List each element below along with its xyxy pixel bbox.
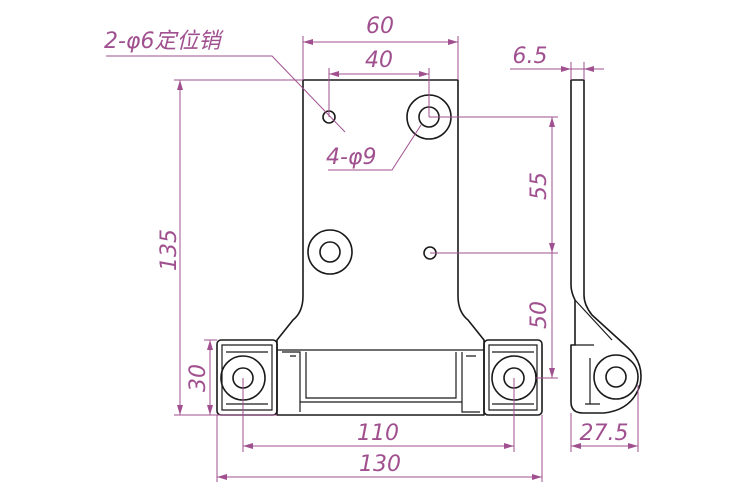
dim-6-5: 6.5 — [510, 44, 604, 80]
side-plate-inner — [574, 299, 613, 405]
dim-110-label: 110 — [357, 421, 399, 446]
dim-55-label: 55 — [527, 172, 552, 200]
dim-55: 55 — [429, 116, 558, 254]
dim-30-label: 30 — [186, 364, 211, 392]
dim-27-5: 27.5 — [570, 385, 639, 452]
left-knuckle-detail — [221, 344, 273, 411]
dim-6-5-label: 6.5 — [513, 44, 548, 69]
dim-130: 130 — [216, 415, 543, 482]
front-view — [216, 79, 543, 416]
dim-60: 60 — [302, 14, 459, 80]
callout-holes: 4-φ9 — [326, 124, 422, 171]
mount-hole-middle-inner — [319, 241, 341, 263]
side-view — [570, 79, 642, 414]
dim-50: 50 — [527, 253, 558, 379]
mount-hole-middle-outer — [307, 229, 353, 275]
callout-locating-pins-label: 2-φ6定位销 — [104, 29, 224, 54]
base-inner — [282, 351, 480, 413]
right-knuckle-detail — [488, 344, 538, 411]
dim-110: 110 — [242, 378, 515, 452]
dim-30: 30 — [186, 339, 217, 415]
dim-130-label: 130 — [359, 452, 401, 477]
side-hole-outer — [593, 354, 639, 400]
dim-27-5-label: 27.5 — [580, 421, 629, 446]
dim-40: 40 — [328, 48, 430, 117]
dim-60-label: 60 — [366, 14, 394, 39]
plate-outline — [276, 79, 485, 350]
side-plate-outline — [570, 79, 642, 414]
dim-135: 135 — [157, 79, 303, 416]
callout-locating-pins: 2-φ6定位销 — [104, 29, 346, 133]
dim-135-label: 135 — [157, 229, 182, 271]
dim-40-label: 40 — [365, 48, 393, 73]
dim-50-label: 50 — [527, 301, 552, 329]
side-hole-inner — [605, 366, 627, 388]
callout-holes-label: 4-φ9 — [326, 145, 376, 170]
base-body — [276, 350, 485, 416]
